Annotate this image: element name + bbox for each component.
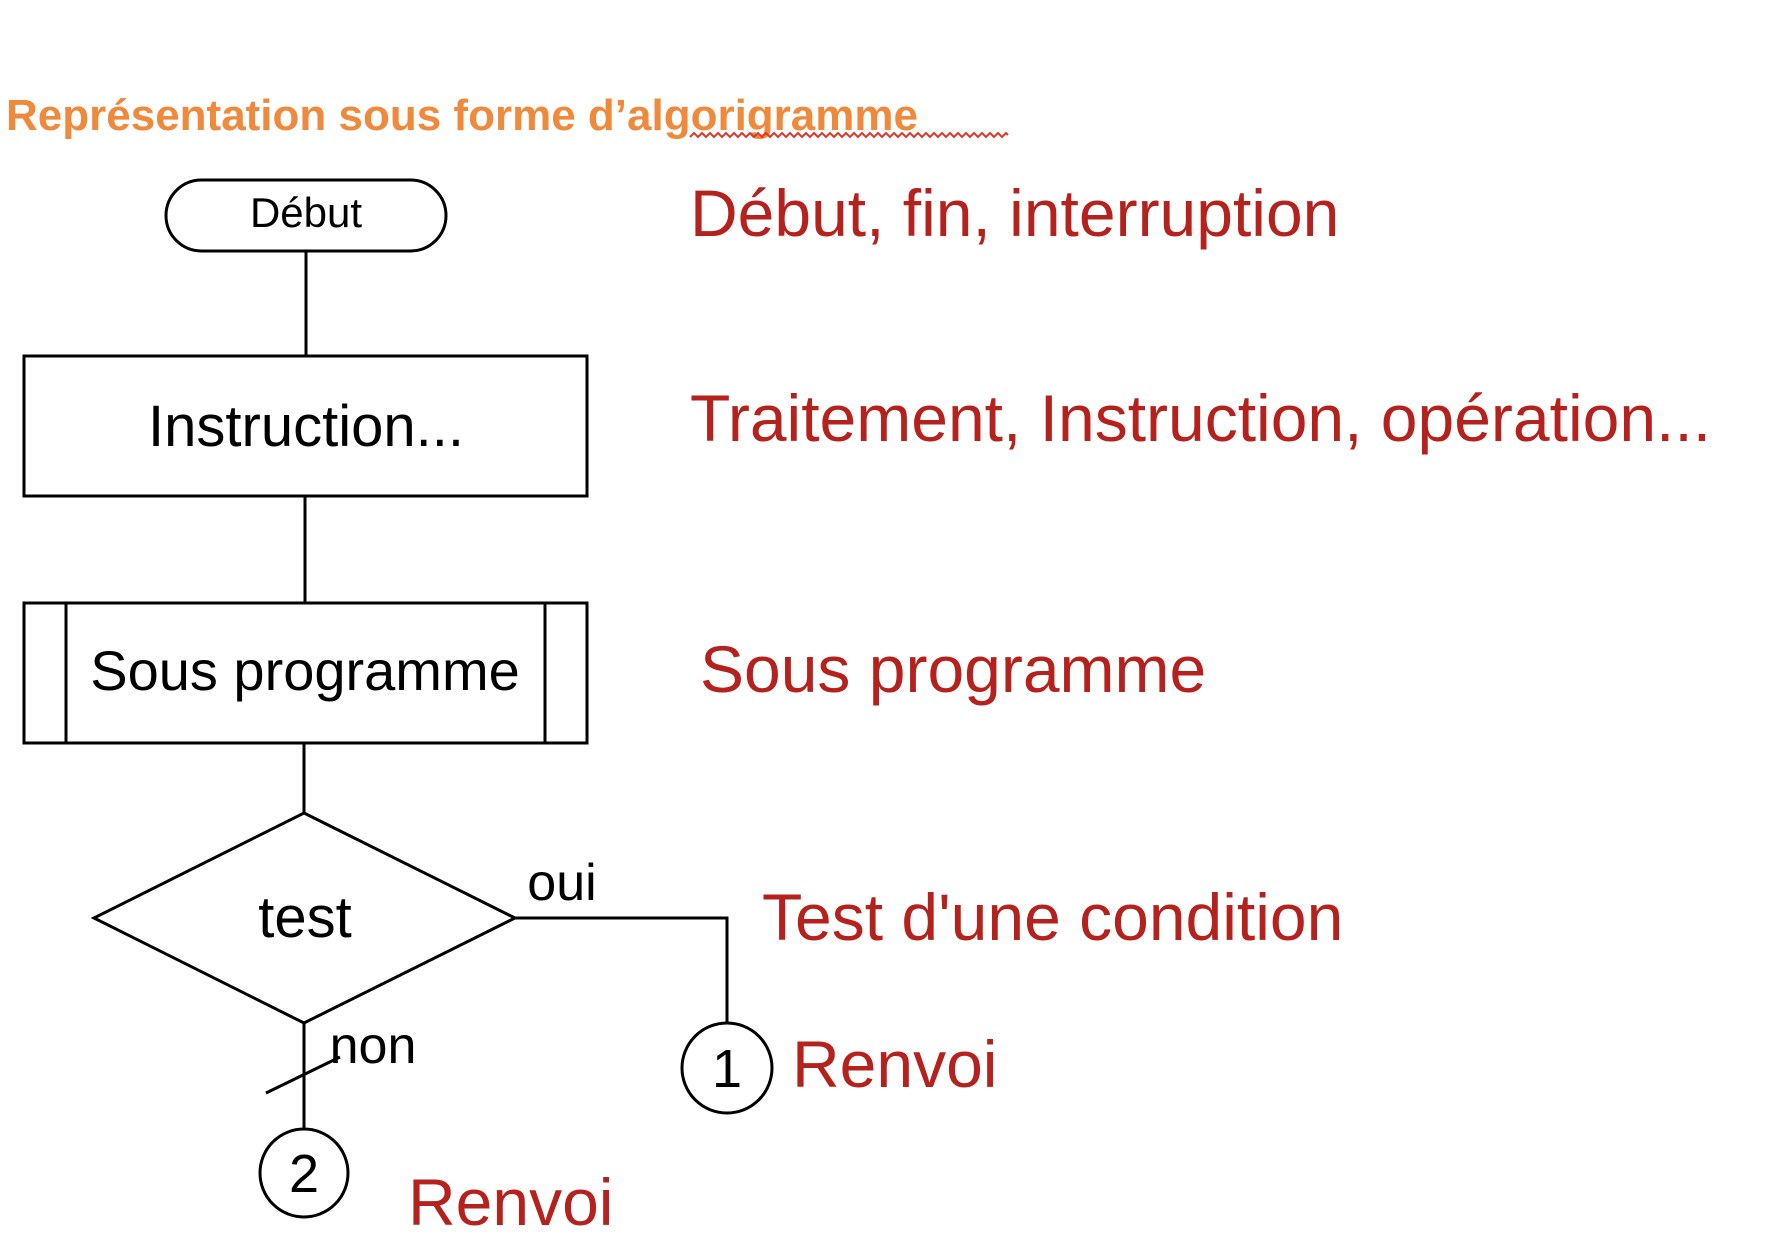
- yes-branch-line: [515, 916, 729, 1023]
- connector-2-circle: [258, 1127, 350, 1219]
- legend-connector-2: Renvoi: [408, 1165, 613, 1236]
- start-terminator: [164, 178, 448, 253]
- spellcheck-underline: [689, 131, 1009, 139]
- connector-2-number: 2: [289, 1144, 319, 1204]
- subprogram-label: Sous programme: [90, 639, 520, 702]
- yes-label: oui: [527, 854, 596, 912]
- legend-subprogram: Sous programme: [700, 632, 1206, 706]
- subprogram-box: [22, 601, 589, 745]
- instruction-box: [22, 354, 589, 498]
- instruction-label: Instruction...: [148, 394, 464, 459]
- connector-1-number: 1: [712, 1039, 742, 1099]
- legend-start-end: Début, fin, interruption: [690, 176, 1339, 250]
- legend-connector-1: Renvoi: [792, 1027, 997, 1101]
- test-label: test: [258, 885, 352, 950]
- connector-1-circle: [680, 1021, 774, 1115]
- start-label: Début: [250, 189, 362, 236]
- no-branch-crossing-tick: [265, 1055, 341, 1095]
- no-label: non: [330, 1017, 417, 1075]
- legend-test: Test d'une condition: [762, 880, 1343, 954]
- legend-process: Traitement, Instruction, opération...: [690, 381, 1711, 455]
